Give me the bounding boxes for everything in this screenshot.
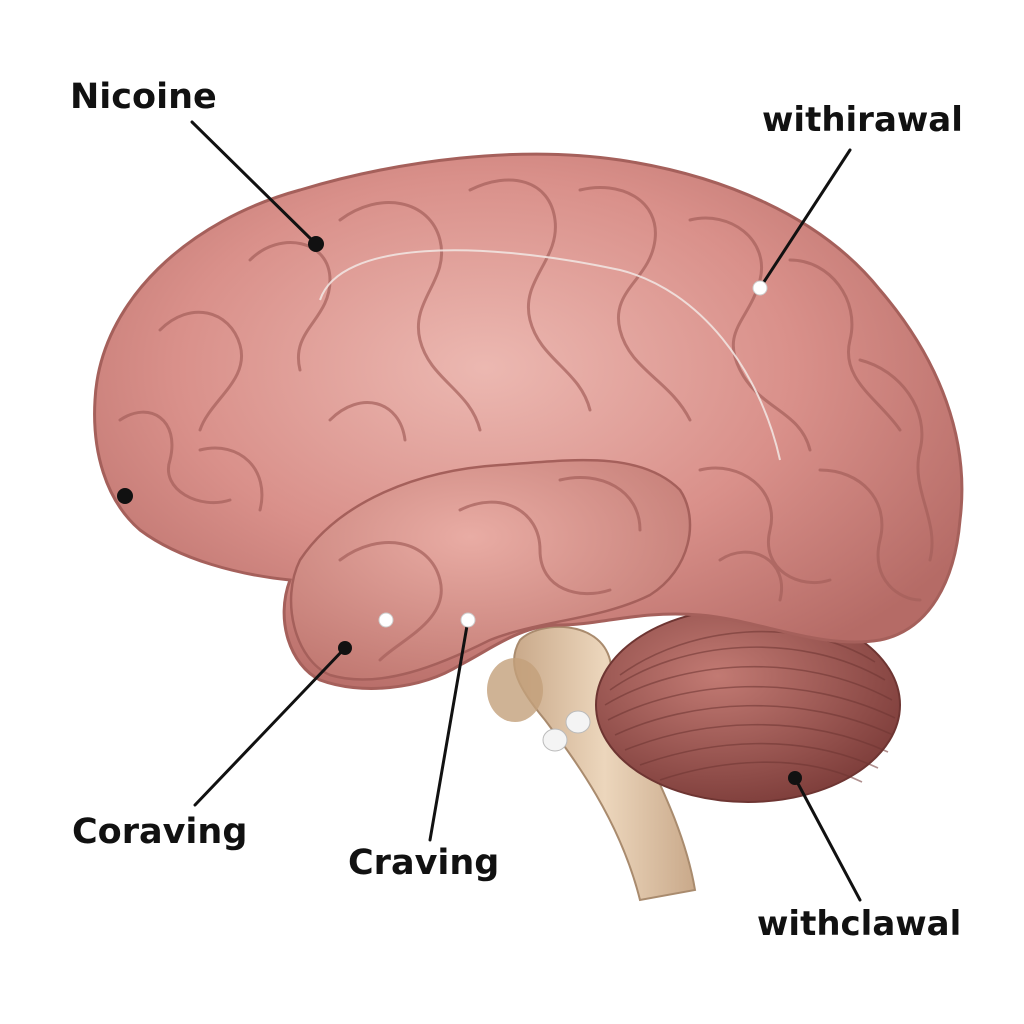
stem-node <box>542 728 568 752</box>
label-withirawal: withirawal <box>762 100 963 140</box>
stem-shadow <box>487 658 543 722</box>
cerebellum-striations <box>604 630 896 783</box>
dot-coraving <box>338 641 352 655</box>
brain-stem <box>513 625 697 902</box>
label-withclawal: withclawal <box>757 904 962 944</box>
cortex-gyri <box>118 178 934 662</box>
pointer-dots <box>117 236 802 785</box>
dot-nicoine <box>308 236 324 252</box>
stem-node <box>565 710 591 734</box>
dot-white-left <box>378 612 394 628</box>
leader-line-withirawal <box>758 148 852 290</box>
dot-frontal <box>117 488 133 504</box>
leader-line-craving <box>428 618 470 842</box>
dot-withirawal <box>752 280 768 296</box>
label-coraving: Coraving <box>72 812 248 852</box>
dot-withclawal <box>788 771 802 785</box>
leader-line-coraving <box>193 646 347 807</box>
leader-lines <box>190 120 862 902</box>
label-nicoine: Nicoine <box>70 77 217 117</box>
leader-line-nicoine <box>190 120 318 246</box>
dot-craving <box>460 612 476 628</box>
label-craving: Craving <box>348 843 500 883</box>
surface-arc <box>319 249 781 461</box>
leader-line-withclawal <box>793 776 862 902</box>
